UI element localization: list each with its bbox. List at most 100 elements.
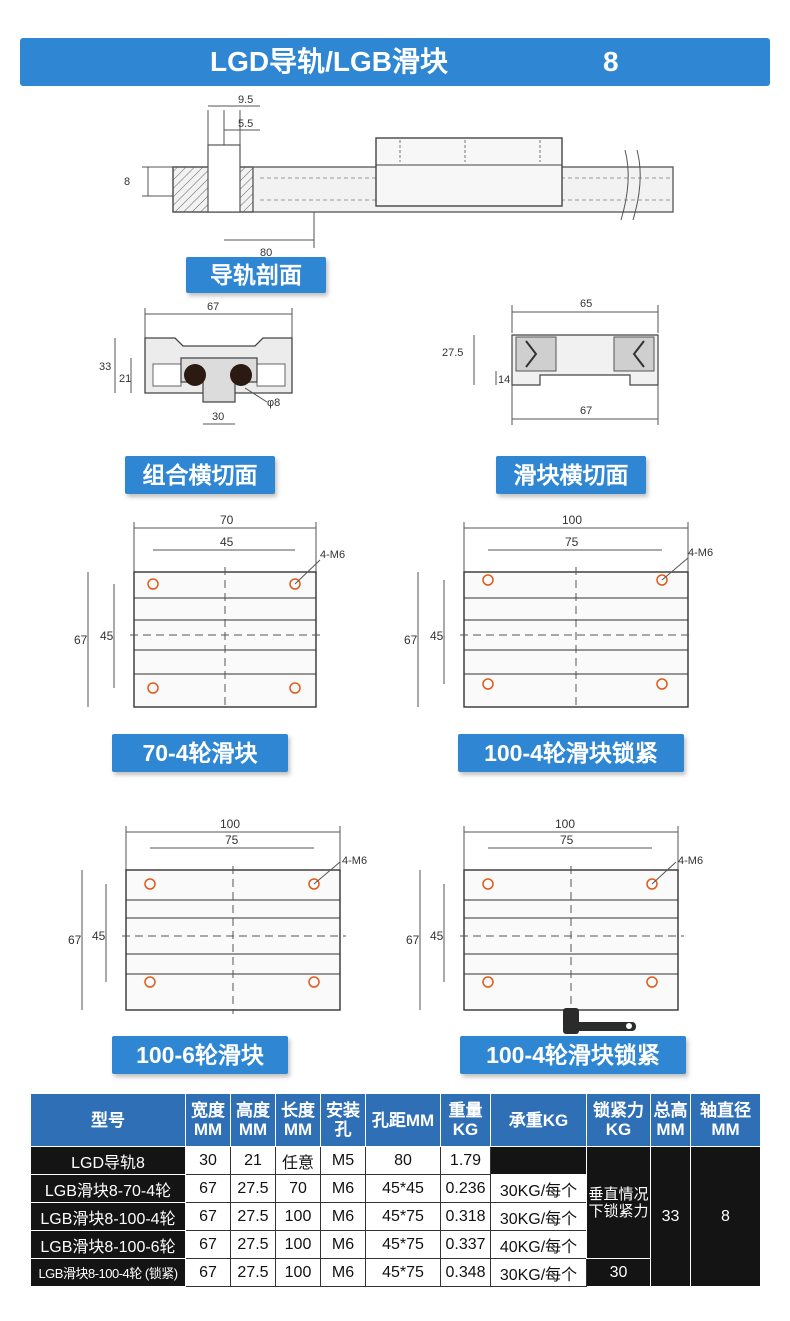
block-1-height: 67 — [74, 633, 88, 647]
cell: 70 — [275, 1174, 321, 1203]
table-row: LGB滑块8-70-4轮 67 27.5 70 M6 45*45 0.236 3… — [30, 1174, 761, 1203]
col-load: 承重KG — [490, 1093, 587, 1147]
cell-model: LGD导轨8 — [30, 1146, 186, 1175]
cell: 40KG/每个 — [490, 1230, 587, 1259]
dim-14: 14 — [498, 374, 510, 386]
label-slider-section: 滑块横切面 — [496, 456, 646, 494]
spec-table: 型号 宽度MM 高度MM 长度MM 安装孔 孔距MM 重量KG 承重KG 锁紧力… — [30, 1093, 761, 1287]
block-4-hole-height: 45 — [430, 929, 444, 943]
dim-30: 30 — [212, 411, 224, 423]
cell-model: LGB滑块8-100-4轮 (锁紧) — [30, 1258, 186, 1287]
dim-67: 67 — [207, 301, 219, 313]
col-model: 型号 — [30, 1093, 186, 1147]
block-drawing-2: 100 75 4-M6 67 45 — [404, 513, 713, 710]
cell: 100 — [275, 1202, 321, 1231]
cell: 45*75 — [365, 1258, 441, 1287]
block-drawing-1: 70 45 4-M6 67 45 — [74, 513, 345, 710]
dim-27-5: 27.5 — [442, 347, 463, 359]
cell: 45*75 — [365, 1230, 441, 1259]
col-hole-spacing: 孔距MM — [365, 1093, 441, 1147]
cell: 0.348 — [440, 1258, 491, 1287]
dim-9-5: 9.5 — [238, 94, 253, 106]
block-3-width: 100 — [220, 817, 240, 831]
cell-total-height: 33 — [650, 1146, 691, 1287]
cell: 27.5 — [230, 1258, 276, 1287]
block-2-hole-width: 75 — [565, 535, 579, 549]
block-1-note: 4-M6 — [320, 549, 345, 561]
cell: 67 — [185, 1258, 231, 1287]
cell: M6 — [320, 1258, 366, 1287]
dim-8: 8 — [124, 176, 130, 188]
cell-model: LGB滑块8-100-4轮 — [30, 1202, 186, 1231]
label-block-1: 70-4轮滑块 — [112, 734, 288, 772]
col-height: 高度MM — [230, 1093, 276, 1147]
cell: M6 — [320, 1230, 366, 1259]
block-2-note: 4-M6 — [688, 547, 713, 559]
cell: 0.337 — [440, 1230, 491, 1259]
cell: 21 — [230, 1146, 276, 1175]
block-4-width: 100 — [555, 817, 575, 831]
col-length: 长度MM — [275, 1093, 321, 1147]
cell: 27.5 — [230, 1230, 276, 1259]
title-banner: LGD导轨/LGB滑块 8 — [20, 38, 770, 86]
cell: 1.79 — [440, 1146, 491, 1175]
table-row: LGB滑块8-100-4轮 (锁紧) 67 27.5 100 M6 45*75 … — [30, 1258, 761, 1287]
table-header-row: 型号 宽度MM 高度MM 长度MM 安装孔 孔距MM 重量KG 承重KG 锁紧力… — [30, 1093, 761, 1147]
cell-model: LGB滑块8-100-6轮 — [30, 1230, 186, 1259]
rail-section-drawing: 9.5 5.5 8 80 — [124, 94, 674, 259]
rail-size: 8 — [603, 46, 619, 77]
block-drawing-4: 100 75 4-M6 67 45 — [406, 817, 703, 1034]
block-3-hole-height: 45 — [92, 929, 106, 943]
label-block-4: 100-4轮滑块锁紧 — [460, 1036, 686, 1074]
cell: 67 — [185, 1174, 231, 1203]
slider-section-drawing: 65 27.5 14 67 — [442, 298, 659, 425]
label-block-2: 100-4轮滑块锁紧 — [458, 734, 684, 772]
col-mount-hole: 安装孔 — [320, 1093, 366, 1147]
label-block-3: 100-6轮滑块 — [112, 1036, 288, 1074]
cell: 45*75 — [365, 1202, 441, 1231]
block-4-note: 4-M6 — [678, 855, 703, 867]
cell: 67 — [185, 1202, 231, 1231]
block-2-height: 67 — [404, 633, 418, 647]
block-3-height: 67 — [68, 933, 82, 947]
table-row: LGB滑块8-100-4轮 67 27.5 100 M6 45*75 0.318… — [30, 1202, 761, 1231]
block-4-hole-width: 75 — [560, 833, 574, 847]
col-total-height: 总高MM — [650, 1093, 691, 1147]
dim-80: 80 — [260, 247, 272, 259]
page-title: LGD导轨/LGB滑块 — [210, 46, 448, 77]
cell: 0.318 — [440, 1202, 491, 1231]
cell: 30 — [185, 1146, 231, 1175]
block-3-hole-width: 75 — [225, 833, 239, 847]
cell: 30KG/每个 — [490, 1174, 587, 1203]
cell: 100 — [275, 1258, 321, 1287]
cell: 0.236 — [440, 1174, 491, 1203]
block-1-width: 70 — [220, 513, 234, 527]
col-width: 宽度MM — [185, 1093, 231, 1147]
table-row: LGB滑块8-100-6轮 67 27.5 100 M6 45*75 0.337… — [30, 1230, 761, 1259]
cell-model: LGB滑块8-70-4轮 — [30, 1174, 186, 1203]
block-2-hole-height: 45 — [430, 629, 444, 643]
label-rail-section: 导轨剖面 — [186, 257, 326, 293]
cell: 27.5 — [230, 1202, 276, 1231]
cell: 30KG/每个 — [490, 1202, 587, 1231]
cell: 100 — [275, 1230, 321, 1259]
cell-lock-force-value: 30 — [586, 1258, 651, 1287]
block-2-width: 100 — [562, 513, 582, 527]
dim-65: 65 — [580, 298, 592, 310]
cell: 27.5 — [230, 1174, 276, 1203]
cell: M6 — [320, 1174, 366, 1203]
table-row: LGD导轨8 30 21 任意 M5 80 1.79 垂直情况下锁紧力 33 8 — [30, 1146, 761, 1287]
cell-lock-force-note: 垂直情况下锁紧力 — [586, 1146, 651, 1259]
cell: 80 — [365, 1146, 441, 1175]
block-drawing-3: 100 75 4-M6 67 45 — [68, 817, 367, 1014]
col-lock-force: 锁紧力KG — [586, 1093, 651, 1147]
cell-shaft-diameter: 8 — [690, 1146, 761, 1287]
cell: M6 — [320, 1202, 366, 1231]
cell: 任意 — [275, 1146, 321, 1175]
col-weight: 重量KG — [440, 1093, 491, 1147]
dim-33: 33 — [99, 361, 111, 373]
dim-67b: 67 — [580, 405, 592, 417]
dim-hole: φ8 — [267, 397, 280, 409]
cell: 67 — [185, 1230, 231, 1259]
block-1-hole-height: 45 — [100, 629, 114, 643]
